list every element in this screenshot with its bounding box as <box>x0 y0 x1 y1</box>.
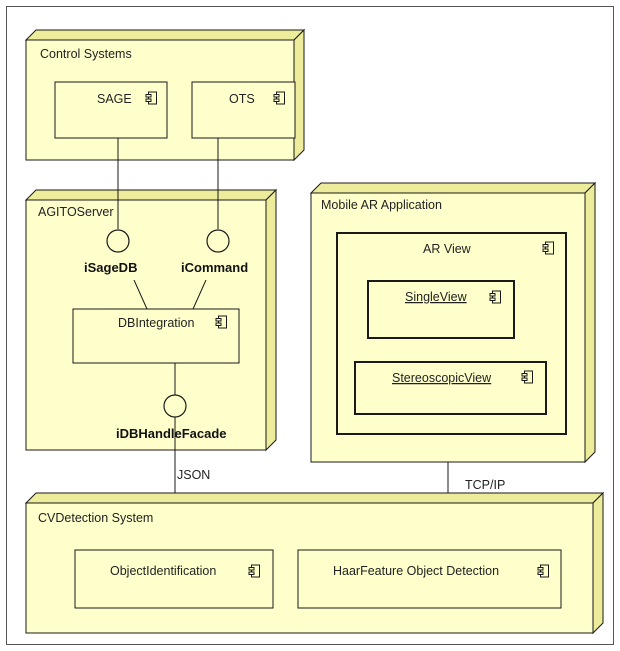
node-top-face <box>24 492 605 504</box>
component-label-haar-feature: HaarFeature Object Detection <box>333 564 499 578</box>
component-sage[interactable]: SAGE <box>54 81 168 139</box>
node-side-face <box>265 188 277 452</box>
component-label-single-view: SingleView <box>405 290 468 304</box>
component-box <box>191 81 296 139</box>
node-top-face <box>309 182 597 194</box>
node-side-face <box>592 491 604 635</box>
dependency-icommand-dbintegration <box>192 279 207 310</box>
connector-label-json: JSON <box>177 468 210 482</box>
component-label-ots: OTS <box>229 92 255 106</box>
interface-idbhandlefacade[interactable]: iDBHandleFacade <box>116 394 227 441</box>
component-label-object-identification: ObjectIdentification <box>110 564 216 578</box>
component-box <box>72 308 240 364</box>
node-top-face <box>24 29 306 41</box>
component-box <box>367 280 515 339</box>
component-stereoscopic-view[interactable]: StereoscopicView <box>354 361 547 415</box>
interface-lollipop <box>106 229 130 253</box>
node-top-face <box>24 189 278 201</box>
node-label-cv-detection: CVDetection System <box>38 511 153 525</box>
node-side-face <box>584 181 596 464</box>
interface-label-isagedb: iSageDB <box>84 260 137 275</box>
interface-lollipop <box>163 394 187 418</box>
component-box <box>74 549 274 609</box>
component-db-integration[interactable]: DBIntegration <box>72 308 240 364</box>
component-box <box>297 549 562 609</box>
component-label-stereoscopic-view: StereoscopicView <box>392 371 492 385</box>
interface-label-icommand: iCommand <box>181 260 248 275</box>
node-label-agito-server: AGITOServer <box>38 205 113 219</box>
component-haar-feature[interactable]: HaarFeature Object Detection <box>297 549 562 609</box>
interface-icommand[interactable]: iCommand <box>181 229 248 275</box>
component-single-view[interactable]: SingleView <box>367 280 515 339</box>
component-label-db-integration: DBIntegration <box>118 316 194 330</box>
component-ots[interactable]: OTS <box>191 81 296 139</box>
interface-label-idbhandlefacade: iDBHandleFacade <box>116 426 227 441</box>
component-object-identification[interactable]: ObjectIdentification <box>74 549 274 609</box>
node-label-control-systems: Control Systems <box>40 47 132 61</box>
component-box <box>54 81 168 139</box>
component-label-sage: SAGE <box>97 92 132 106</box>
interface-isagedb[interactable]: iSageDB <box>84 229 137 275</box>
connector-label-tcp-ip: TCP/IP <box>465 478 505 492</box>
interface-lollipop <box>206 229 230 253</box>
component-box <box>354 361 547 415</box>
dependency-isagedb-dbintegration <box>133 279 148 310</box>
node-label-mobile-ar: Mobile AR Application <box>321 198 442 212</box>
component-label-ar-view: AR View <box>423 242 472 256</box>
